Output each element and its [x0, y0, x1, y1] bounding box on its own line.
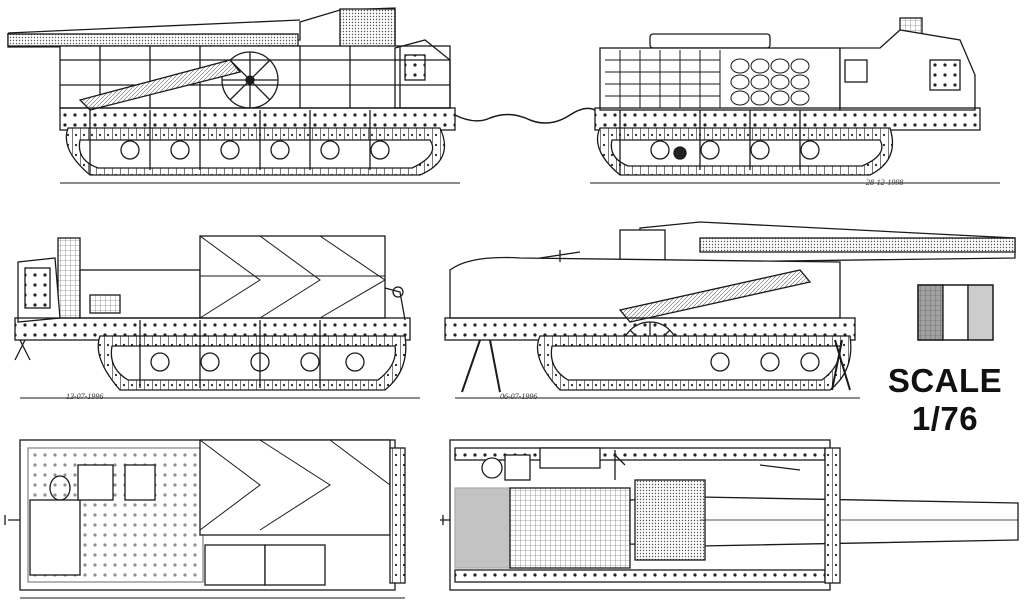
- gun-carrier-side-view-top: [7, 7, 460, 184]
- scale-title: SCALE: [887, 362, 1003, 399]
- gun-carrier-side-view-middle: [444, 221, 1016, 399]
- supply-carrier-side-view-top: [590, 17, 1000, 184]
- scale-ratio: 1/76: [911, 400, 979, 437]
- tow-cable: [454, 107, 596, 124]
- drawing-date-middle-left: 13-07-1996: [66, 392, 104, 401]
- drawing-date-top-right: 28-12-1998: [866, 178, 904, 187]
- gun-carrier-top-view: [440, 439, 1019, 591]
- french-flag-icon: [917, 284, 994, 341]
- supply-carrier-side-view-middle: [14, 235, 420, 399]
- supply-carrier-top-view: [4, 439, 406, 599]
- scale-label: SCALE 1/76: [880, 362, 1010, 438]
- drawing-date-middle-right: 06-07-1996: [500, 392, 538, 401]
